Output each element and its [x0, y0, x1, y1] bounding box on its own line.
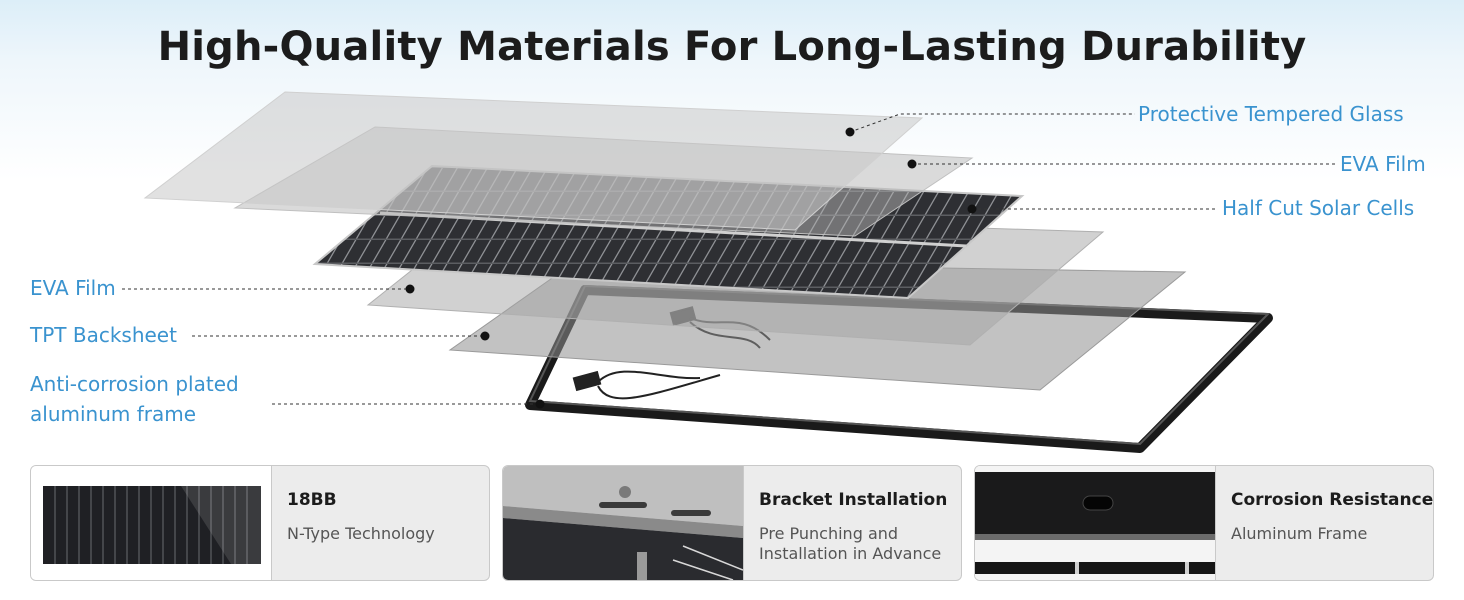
feature-title: Corrosion Resistance — [1231, 490, 1434, 510]
protective-glass-layer — [143, 91, 924, 231]
feature-description: N-Type Technology — [287, 524, 435, 543]
bracket-closeup-image — [503, 466, 744, 580]
feature-card-corrosion: Corrosion Resistance Aluminum Frame — [974, 465, 1434, 581]
label-eva-film-top: EVA Film — [1340, 152, 1426, 176]
leader-lines — [122, 113, 1336, 405]
feature-title: Bracket Installation — [759, 490, 948, 510]
label-tpt-backsheet: TPT Backsheet — [30, 323, 177, 347]
feature-title: 18BB — [287, 490, 337, 510]
label-eva-film-bottom: EVA Film — [30, 276, 116, 300]
feature-card-18bb: 18BB N-Type Technology — [30, 465, 490, 581]
cell-closeup-image — [31, 466, 272, 580]
label-frame-line1: Anti-corrosion plated — [30, 372, 239, 396]
frame-closeup-image — [975, 466, 1216, 580]
feature-card-bracket: Bracket Installation Pre Punching and In… — [502, 465, 962, 581]
feature-description: Pre Punching and Installation in Advance — [759, 524, 942, 563]
label-half-cut-solar-cells: Half Cut Solar Cells — [1222, 196, 1415, 220]
label-frame-line2: aluminum frame — [30, 402, 197, 426]
page-title: High-Quality Materials For Long-Lasting … — [157, 24, 1307, 70]
label-protective-tempered-glass: Protective Tempered Glass — [1138, 102, 1404, 126]
leader-dots — [405, 127, 977, 409]
feature-description: Aluminum Frame — [1231, 524, 1368, 543]
